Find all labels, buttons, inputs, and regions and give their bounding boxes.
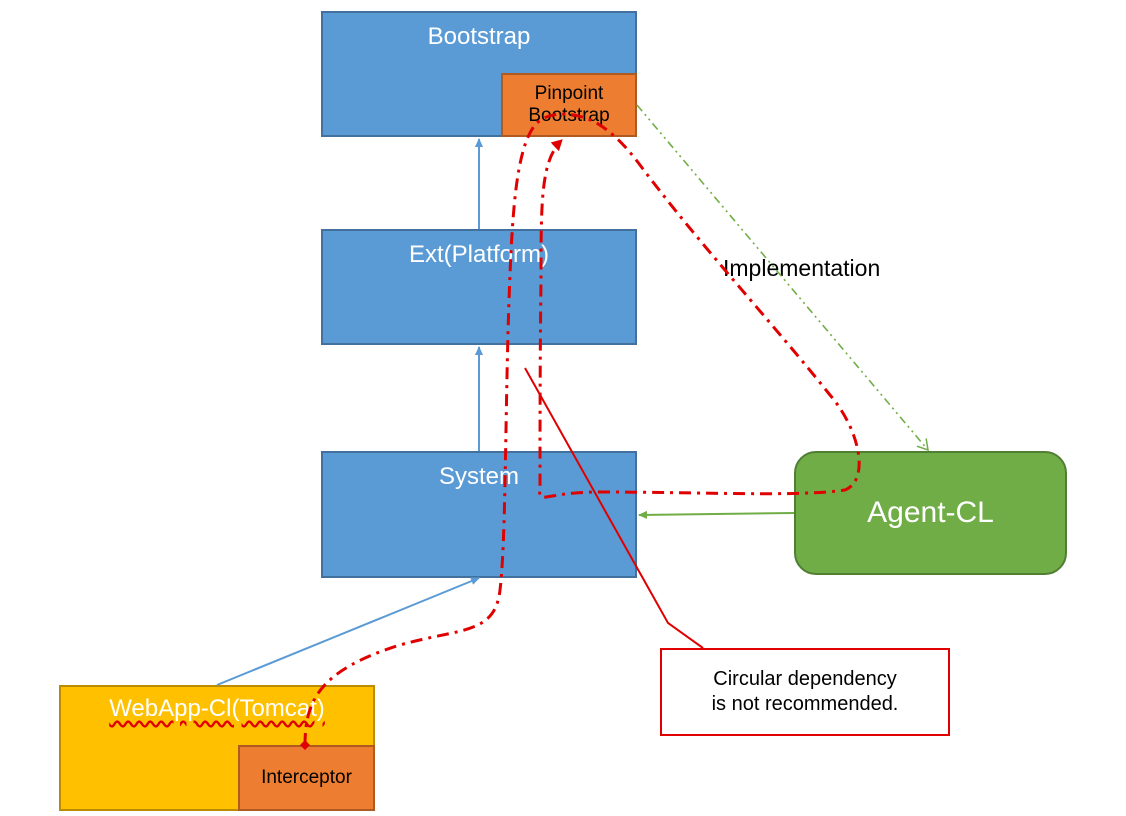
- note-callout-line: [524, 367, 704, 649]
- circular-dependency-path: [300, 112, 861, 750]
- bootstrap-label: Bootstrap: [427, 23, 531, 50]
- note-line1: Circular dependency: [713, 668, 897, 690]
- pinpoint-bootstrap-box: Pinpoint Bootstrap: [501, 73, 637, 137]
- implementation-label: Implementation: [723, 255, 881, 281]
- agent-to-system-arrow: [638, 510, 795, 519]
- agent-cl-label: Agent-CL: [867, 496, 994, 529]
- interceptor-label: Interceptor: [261, 767, 352, 788]
- pinpoint-bootstrap-label-line1: Pinpoint: [534, 83, 604, 104]
- circular-dependency-note: Circular dependency is not recommended.: [660, 648, 950, 736]
- webapp-to-system-arrow: [216, 577, 480, 686]
- agent-cl-box: Agent-CL: [794, 451, 1067, 575]
- implementation-arrow: [636, 104, 929, 452]
- note-line2: is not recommended.: [711, 693, 899, 715]
- webapp-cl-label: WebApp-Cl(Tomcat): [109, 695, 325, 722]
